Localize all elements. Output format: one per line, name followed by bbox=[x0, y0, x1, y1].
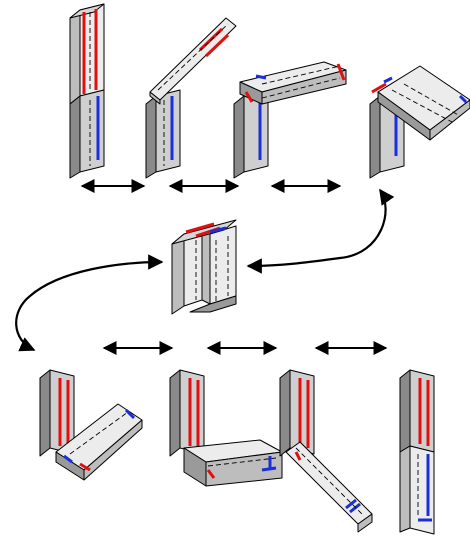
bottom-state-4-stacked-inverted bbox=[399, 369, 435, 535]
blue-stripe bbox=[345, 498, 357, 510]
curved-arrow-center-to-bottom bbox=[15, 254, 164, 352]
blue-stripe bbox=[124, 408, 136, 420]
red-stripe bbox=[371, 82, 387, 94]
blue-stripe bbox=[458, 94, 468, 104]
top-state-3-horizontal bbox=[233, 61, 347, 179]
blue-stripe bbox=[209, 226, 227, 234]
top-state-2-tilt bbox=[145, 17, 237, 179]
blue-stripe bbox=[349, 502, 361, 514]
blue-stripe bbox=[383, 76, 393, 84]
center-state-folded-compact bbox=[171, 219, 237, 315]
red-stripe bbox=[336, 63, 346, 81]
bottom-state-3-tilt-down bbox=[279, 369, 373, 533]
top-state-4-fold-over bbox=[369, 65, 470, 179]
red-stripe bbox=[206, 469, 216, 479]
bottom-state-2-horizontal-down bbox=[169, 369, 283, 487]
red-stripe bbox=[79, 462, 91, 472]
red-stripe bbox=[185, 222, 215, 234]
red-stripe bbox=[244, 91, 254, 103]
blue-stripe bbox=[63, 454, 73, 464]
red-stripe bbox=[204, 33, 230, 58]
blue-stripe bbox=[255, 74, 267, 80]
top-state-1-stacked bbox=[69, 3, 105, 179]
bottom-state-1-hang bbox=[39, 369, 143, 481]
curved-arrow-top-to-center bbox=[246, 188, 395, 274]
red-stripe bbox=[294, 451, 302, 461]
blue-stripe bbox=[261, 466, 277, 472]
